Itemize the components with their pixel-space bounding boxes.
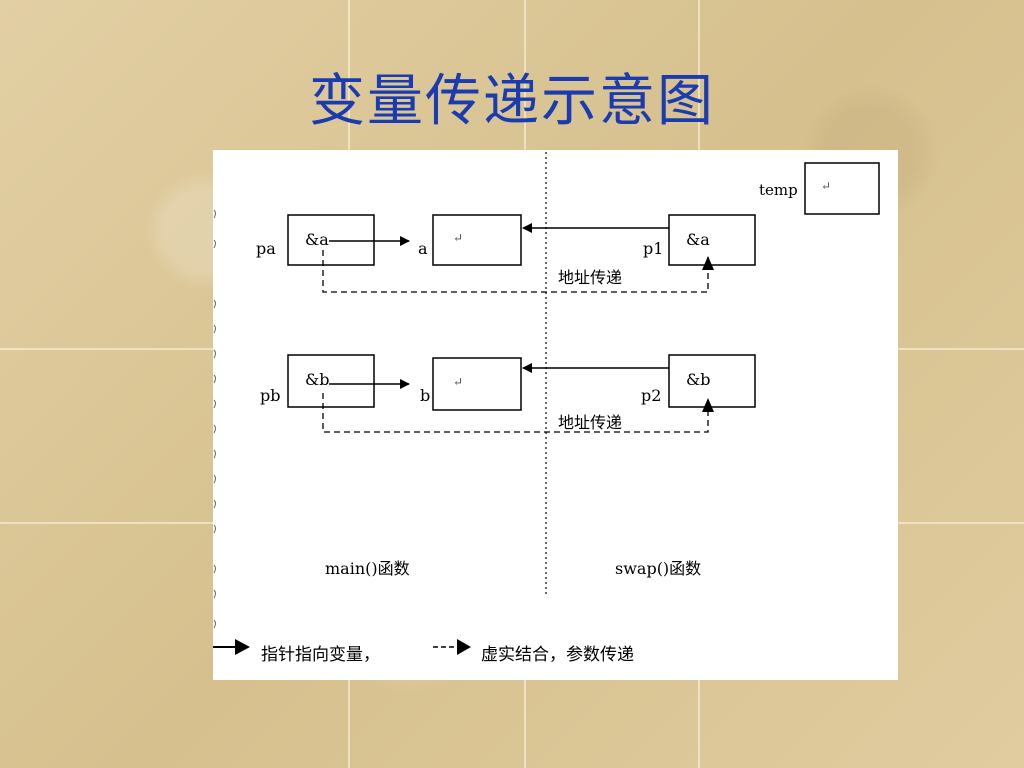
legend-solid-text: 指针指向变量， (261, 645, 380, 665)
diagram-panel: temp ↵ pa &a a ↵ p1 &a 地址传递 pb &b b (213, 150, 898, 680)
pointer-name-pa: pa (256, 239, 276, 258)
swap-pointer-value-p1: &a (686, 230, 710, 249)
dashed-arrowhead-b (702, 398, 714, 412)
margin-marks (213, 209, 216, 629)
slide-title: 变量传递示意图 (309, 69, 715, 134)
var-name-b: b (420, 386, 430, 405)
legend-dashed-arrowhead (457, 639, 471, 655)
temp-label: temp (759, 181, 798, 199)
pass-label-a: 地址传递 (558, 268, 622, 287)
legend-dashed-text: 虚实结合，参数传递 (481, 645, 634, 665)
legend: 指针指向变量， 虚实结合，参数传递 (213, 639, 634, 665)
swap-pointer-box-p2 (668, 354, 756, 408)
return-mark: ↵ (821, 179, 831, 193)
return-mark: ↵ (453, 231, 463, 245)
var-box-a (432, 214, 522, 266)
var-box-b (432, 357, 522, 411)
var-name-a: a (418, 239, 428, 258)
dashed-pass-a (322, 250, 709, 293)
row-b: pb &b b ↵ p2 &b 地址传递 (260, 354, 756, 433)
pointer-name-pb: pb (260, 386, 280, 405)
temp-box (804, 162, 880, 215)
swap-pointer-value-p2: &b (686, 370, 710, 389)
main-function-label: main()函数 (325, 559, 410, 578)
swap-pointer-box-p1 (668, 214, 756, 266)
dashed-arrowhead-a (702, 256, 714, 270)
pointer-box-pb (287, 354, 375, 408)
pointer-value-pa: &a (305, 230, 329, 249)
dashed-pass-b (322, 393, 709, 433)
swap-pointer-name-p1: p1 (643, 239, 663, 258)
swap-pointer-name-p2: p2 (641, 386, 661, 405)
diagram-canvas: temp ↵ pa &a a ↵ p1 &a 地址传递 pb &b b (213, 152, 880, 665)
pass-label-b: 地址传递 (558, 413, 622, 432)
return-mark: ↵ (453, 375, 463, 389)
legend-solid-arrowhead (235, 639, 250, 655)
swap-function-label: swap()函数 (615, 559, 701, 578)
pointer-value-pb: &b (305, 370, 329, 389)
row-a: pa &a a ↵ p1 &a 地址传递 (256, 214, 756, 293)
pointer-box-pa (287, 214, 375, 266)
